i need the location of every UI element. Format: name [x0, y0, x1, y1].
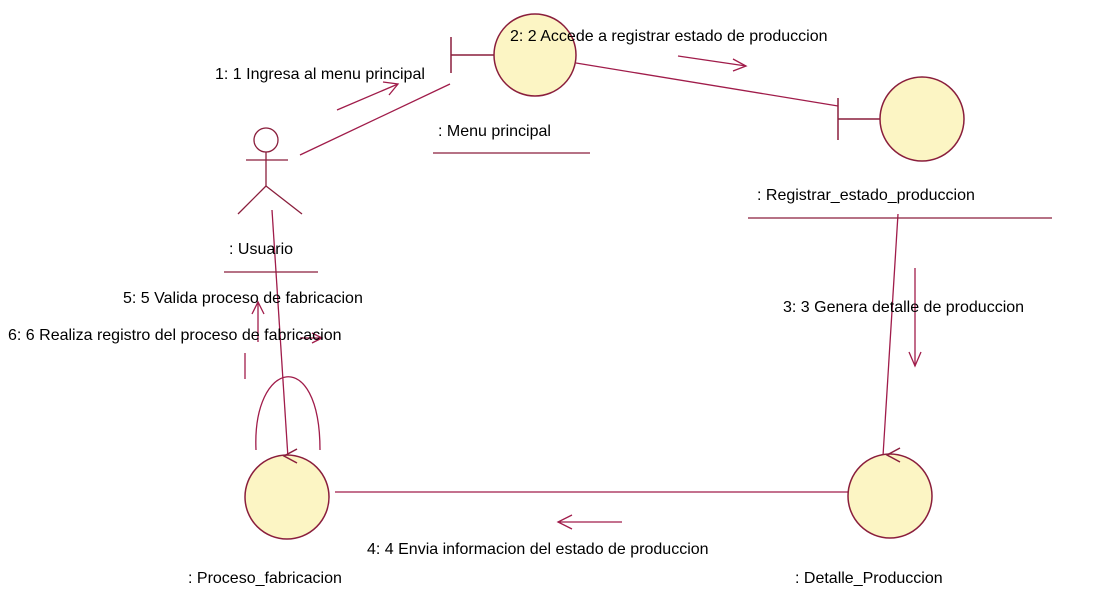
message-arrow-4 [556, 514, 622, 530]
link-usuario-menu [299, 83, 451, 156]
link-menu-registrar [575, 62, 839, 107]
message-label-1: 1: 1 Ingresa al menu principal [215, 66, 425, 83]
message-arrow-3 [908, 268, 922, 368]
menu-principal-label: : Menu principal [438, 123, 551, 140]
message-label-4: 4: 4 Envia informacion del estado de pro… [367, 541, 709, 558]
boundary-icon [493, 13, 577, 97]
message-arrow-5 [251, 300, 265, 342]
menu-principal-object[interactable] [450, 13, 577, 97]
link-registrar-detalle [882, 213, 899, 457]
message-arrow-2 [677, 55, 748, 72]
message-label-2: 2: 2 Accede a registrar estado de produc… [510, 28, 828, 45]
actor-usuario[interactable] [237, 127, 303, 215]
actor-usuario-label: : Usuario [229, 241, 293, 258]
message-label-3: 3: 3 Genera detalle de produccion [783, 299, 1024, 316]
registrar-estado-produccion-object[interactable] [837, 76, 965, 162]
message-label-6: 6: 6 Realiza registro del proceso de fab… [8, 327, 342, 344]
message-arrow-1 [336, 81, 400, 111]
control-icon [244, 454, 330, 540]
proceso-fabricacion-object[interactable] [244, 448, 330, 540]
actor-head [253, 127, 279, 153]
self-link-proceso [255, 376, 321, 451]
link-usuario-proceso [271, 209, 289, 459]
boundary-icon [879, 76, 965, 162]
message-arrow-6-head [300, 332, 324, 344]
proceso-fabricacion-label: : Proceso_fabricacion [188, 570, 342, 587]
detalle-produccion-label: : Detalle_Produccion [795, 570, 943, 587]
registrar-estado-produccion-label: : Registrar_estado_produccion [757, 187, 975, 204]
control-icon [847, 453, 933, 539]
message-label-5: 5: 5 Valida proceso de fabricacion [123, 290, 363, 307]
detalle-produccion-object[interactable] [847, 447, 933, 539]
